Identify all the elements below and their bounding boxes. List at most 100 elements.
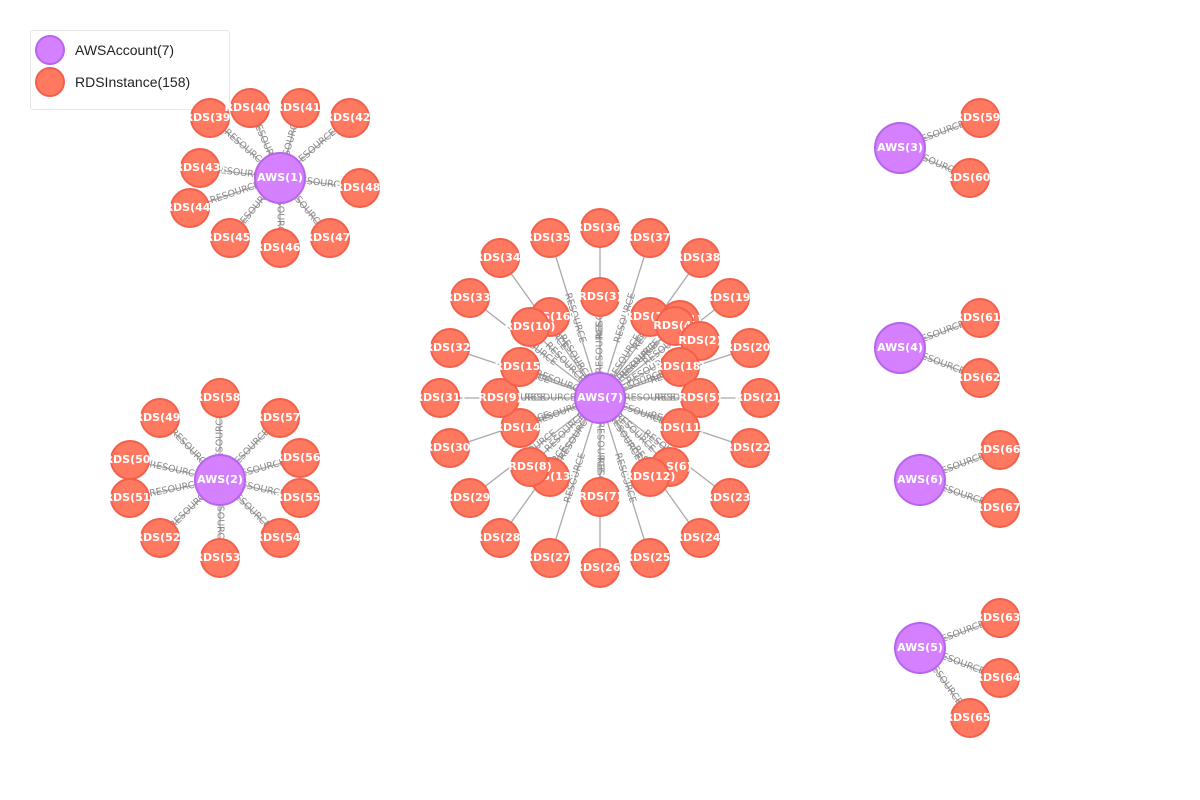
rds-node-rds-51[interactable]: RDS(51) bbox=[105, 478, 156, 518]
rds-node-rds-24[interactable]: RDS(24) bbox=[675, 518, 726, 558]
rds-node-circle[interactable] bbox=[530, 218, 570, 258]
edge-aws-7-rds-27[interactable] bbox=[549, 397, 601, 559]
rds-node-rds-44[interactable]: RDS(44) bbox=[165, 188, 216, 228]
rds-node-rds-11[interactable]: RDS(11) bbox=[655, 408, 706, 448]
rds-node-circle[interactable] bbox=[980, 598, 1020, 638]
edge-aws-7-rds-25[interactable] bbox=[599, 397, 651, 559]
rds-node-circle[interactable] bbox=[140, 518, 180, 558]
rds-node-circle[interactable] bbox=[110, 478, 150, 518]
account-node-circle[interactable] bbox=[874, 322, 926, 374]
rds-node-rds-37[interactable]: RDS(37) bbox=[625, 218, 676, 258]
rds-node-rds-34[interactable]: RDS(34) bbox=[475, 238, 526, 278]
rds-node-rds-66[interactable]: RDS(66) bbox=[975, 430, 1026, 470]
rds-node-rds-3[interactable]: RDS(3) bbox=[578, 277, 622, 317]
rds-node-circle[interactable] bbox=[580, 277, 620, 317]
rds-node-rds-27[interactable]: RDS(27) bbox=[525, 538, 576, 578]
rds-node-circle[interactable] bbox=[580, 477, 620, 517]
legend-item-awsaccount[interactable]: AWSAccount(7) bbox=[35, 34, 174, 66]
rds-node-rds-47[interactable]: RDS(47) bbox=[305, 218, 356, 258]
rds-node-circle[interactable] bbox=[260, 228, 300, 268]
account-node-aws-6[interactable]: AWS(6) bbox=[894, 454, 946, 506]
rds-node-circle[interactable] bbox=[480, 518, 520, 558]
account-node-circle[interactable] bbox=[894, 622, 946, 674]
rds-node-rds-67[interactable]: RDS(67) bbox=[975, 488, 1026, 528]
rds-node-circle[interactable] bbox=[450, 478, 490, 518]
rds-node-circle[interactable] bbox=[450, 278, 490, 318]
rds-node-circle[interactable] bbox=[190, 98, 230, 138]
account-node-circle[interactable] bbox=[194, 454, 246, 506]
account-node-aws-5[interactable]: AWS(5) bbox=[894, 622, 946, 674]
account-node-aws-2[interactable]: AWS(2) bbox=[194, 454, 246, 506]
rds-node-rds-42[interactable]: RDS(42) bbox=[325, 98, 376, 138]
rds-node-rds-36[interactable]: RDS(36) bbox=[575, 208, 626, 248]
rds-node-rds-59[interactable]: RDS(59) bbox=[955, 98, 1006, 138]
rds-node-rds-55[interactable]: RDS(55) bbox=[275, 478, 326, 518]
rds-node-circle[interactable] bbox=[580, 548, 620, 588]
account-node-aws-1[interactable]: AWS(1) bbox=[254, 152, 306, 204]
rds-node-rds-5[interactable]: RDS(5) bbox=[678, 378, 722, 418]
rds-node-circle[interactable] bbox=[660, 347, 700, 387]
rds-node-rds-15[interactable]: RDS(15) bbox=[495, 347, 546, 387]
rds-node-rds-43[interactable]: RDS(43) bbox=[175, 148, 226, 188]
edge-aws-7-rds-37[interactable] bbox=[599, 237, 651, 399]
rds-node-rds-57[interactable]: RDS(57) bbox=[255, 398, 306, 438]
rds-node-circle[interactable] bbox=[740, 378, 780, 418]
rds-node-circle[interactable] bbox=[730, 328, 770, 368]
rds-node-circle[interactable] bbox=[280, 88, 320, 128]
rds-node-circle[interactable] bbox=[170, 188, 210, 228]
rds-node-circle[interactable] bbox=[330, 98, 370, 138]
rds-node-circle[interactable] bbox=[680, 238, 720, 278]
rds-node-rds-64[interactable]: RDS(64) bbox=[975, 658, 1026, 698]
rds-node-circle[interactable] bbox=[260, 518, 300, 558]
rds-node-circle[interactable] bbox=[630, 538, 670, 578]
rds-node-rds-53[interactable]: RDS(53) bbox=[195, 538, 246, 578]
rds-node-circle[interactable] bbox=[730, 428, 770, 468]
rds-node-rds-38[interactable]: RDS(38) bbox=[675, 238, 726, 278]
rds-node-circle[interactable] bbox=[950, 158, 990, 198]
rds-node-rds-25[interactable]: RDS(25) bbox=[625, 538, 676, 578]
legend-item-rdsinstance[interactable]: RDSInstance(158) bbox=[35, 66, 190, 98]
rds-node-rds-10[interactable]: RDS(10) bbox=[505, 307, 556, 347]
account-node-circle[interactable] bbox=[874, 122, 926, 174]
rds-node-circle[interactable] bbox=[960, 358, 1000, 398]
rds-node-circle[interactable] bbox=[710, 278, 750, 318]
rds-node-circle[interactable] bbox=[430, 328, 470, 368]
rds-node-rds-65[interactable]: RDS(65) bbox=[945, 698, 996, 738]
rds-node-circle[interactable] bbox=[280, 478, 320, 518]
rds-node-rds-12[interactable]: RDS(12) bbox=[625, 457, 676, 497]
account-node-aws-3[interactable]: AWS(3) bbox=[874, 122, 926, 174]
rds-node-rds-40[interactable]: RDS(40) bbox=[225, 88, 276, 128]
rds-node-circle[interactable] bbox=[430, 428, 470, 468]
account-node-aws-4[interactable]: AWS(4) bbox=[874, 322, 926, 374]
rds-node-rds-48[interactable]: RDS(48) bbox=[335, 168, 386, 208]
rds-node-circle[interactable] bbox=[660, 408, 700, 448]
rds-node-circle[interactable] bbox=[210, 218, 250, 258]
rds-node-circle[interactable] bbox=[260, 398, 300, 438]
rds-node-rds-61[interactable]: RDS(61) bbox=[955, 298, 1006, 338]
rds-node-rds-9[interactable]: RDS(9) bbox=[478, 378, 522, 418]
edge-aws-7-rds-19[interactable] bbox=[599, 297, 731, 399]
rds-node-circle[interactable] bbox=[580, 208, 620, 248]
rds-node-circle[interactable] bbox=[480, 378, 520, 418]
rds-node-circle[interactable] bbox=[630, 218, 670, 258]
account-node-circle[interactable] bbox=[574, 372, 626, 424]
rds-node-rds-30[interactable]: RDS(30) bbox=[425, 428, 476, 468]
edge-aws-7-rds-33[interactable] bbox=[469, 297, 601, 399]
account-node-circle[interactable] bbox=[254, 152, 306, 204]
account-node-circle[interactable] bbox=[894, 454, 946, 506]
rds-node-circle[interactable] bbox=[960, 98, 1000, 138]
rds-node-rds-14[interactable]: RDS(14) bbox=[495, 408, 546, 448]
rds-node-rds-26[interactable]: RDS(26) bbox=[575, 548, 626, 588]
rds-node-rds-35[interactable]: RDS(35) bbox=[525, 218, 576, 258]
edge-aws-7-rds-35[interactable] bbox=[549, 237, 601, 399]
rds-node-circle[interactable] bbox=[960, 298, 1000, 338]
rds-node-circle[interactable] bbox=[200, 378, 240, 418]
rds-node-circle[interactable] bbox=[510, 447, 550, 487]
rds-node-circle[interactable] bbox=[180, 148, 220, 188]
rds-node-rds-8[interactable]: RDS(8) bbox=[508, 447, 552, 487]
rds-node-rds-7[interactable]: RDS(7) bbox=[578, 477, 622, 517]
rds-node-circle[interactable] bbox=[310, 218, 350, 258]
rds-node-circle[interactable] bbox=[500, 347, 540, 387]
rds-node-circle[interactable] bbox=[280, 438, 320, 478]
rds-node-rds-58[interactable]: RDS(58) bbox=[195, 378, 246, 418]
